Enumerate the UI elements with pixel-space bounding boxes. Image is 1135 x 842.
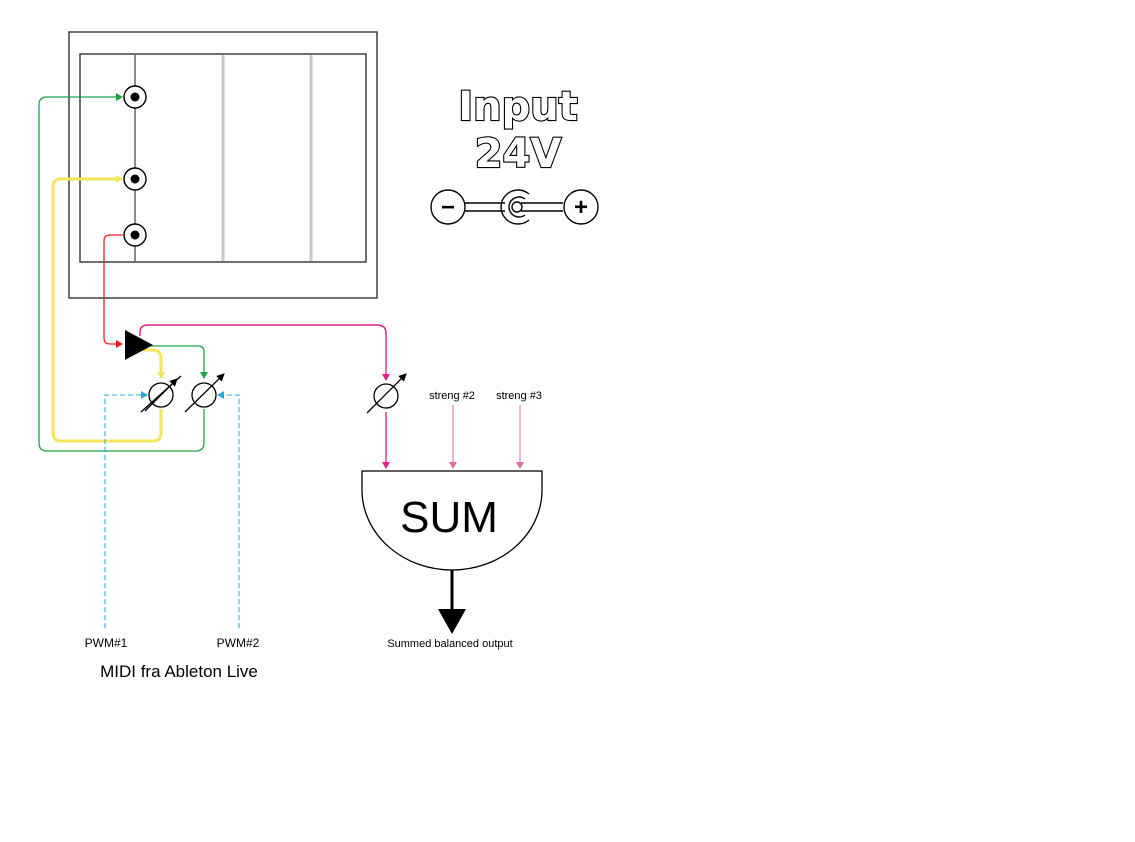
variable-resistor-icon-pwm1 [140, 375, 182, 413]
yellow-amp-wire [140, 348, 165, 379]
sum-label: SUM [400, 493, 498, 542]
pwm1-cyan-wire [104, 391, 148, 628]
output-arrow-icon [438, 609, 466, 634]
instrument-frame [68, 31, 378, 299]
green-wire [38, 93, 205, 452]
power-title-line1: Input [458, 84, 578, 130]
midi-label: MIDI fra Ableton Live [100, 662, 258, 681]
sum-block [361, 470, 543, 571]
pwm2-cyan-wire [217, 391, 240, 628]
jack-red [123, 223, 147, 247]
power-plus-label: + [574, 194, 588, 221]
variable-resistor-icon-string1 [366, 373, 407, 414]
jack-yellow [123, 167, 147, 191]
output-label: Summed balanced output [387, 638, 512, 650]
dc-polarity-icon [430, 189, 599, 225]
jack-green [123, 85, 147, 109]
string3-label: streng #3 [496, 390, 542, 402]
red-wire [103, 234, 124, 348]
pwm1-label: PWM#1 [85, 636, 128, 650]
green-amp-wire [146, 345, 208, 379]
variable-resistor-icon-pwm2 [184, 373, 225, 413]
pwm2-label: PWM#2 [217, 636, 260, 650]
yellow-wire [51, 175, 163, 443]
power-title-line2: 24V [475, 131, 562, 177]
amplifier-icon [125, 330, 153, 360]
power-minus-label: − [441, 194, 455, 221]
string2-label: streng #2 [429, 390, 475, 402]
magenta-wire [139, 324, 390, 381]
